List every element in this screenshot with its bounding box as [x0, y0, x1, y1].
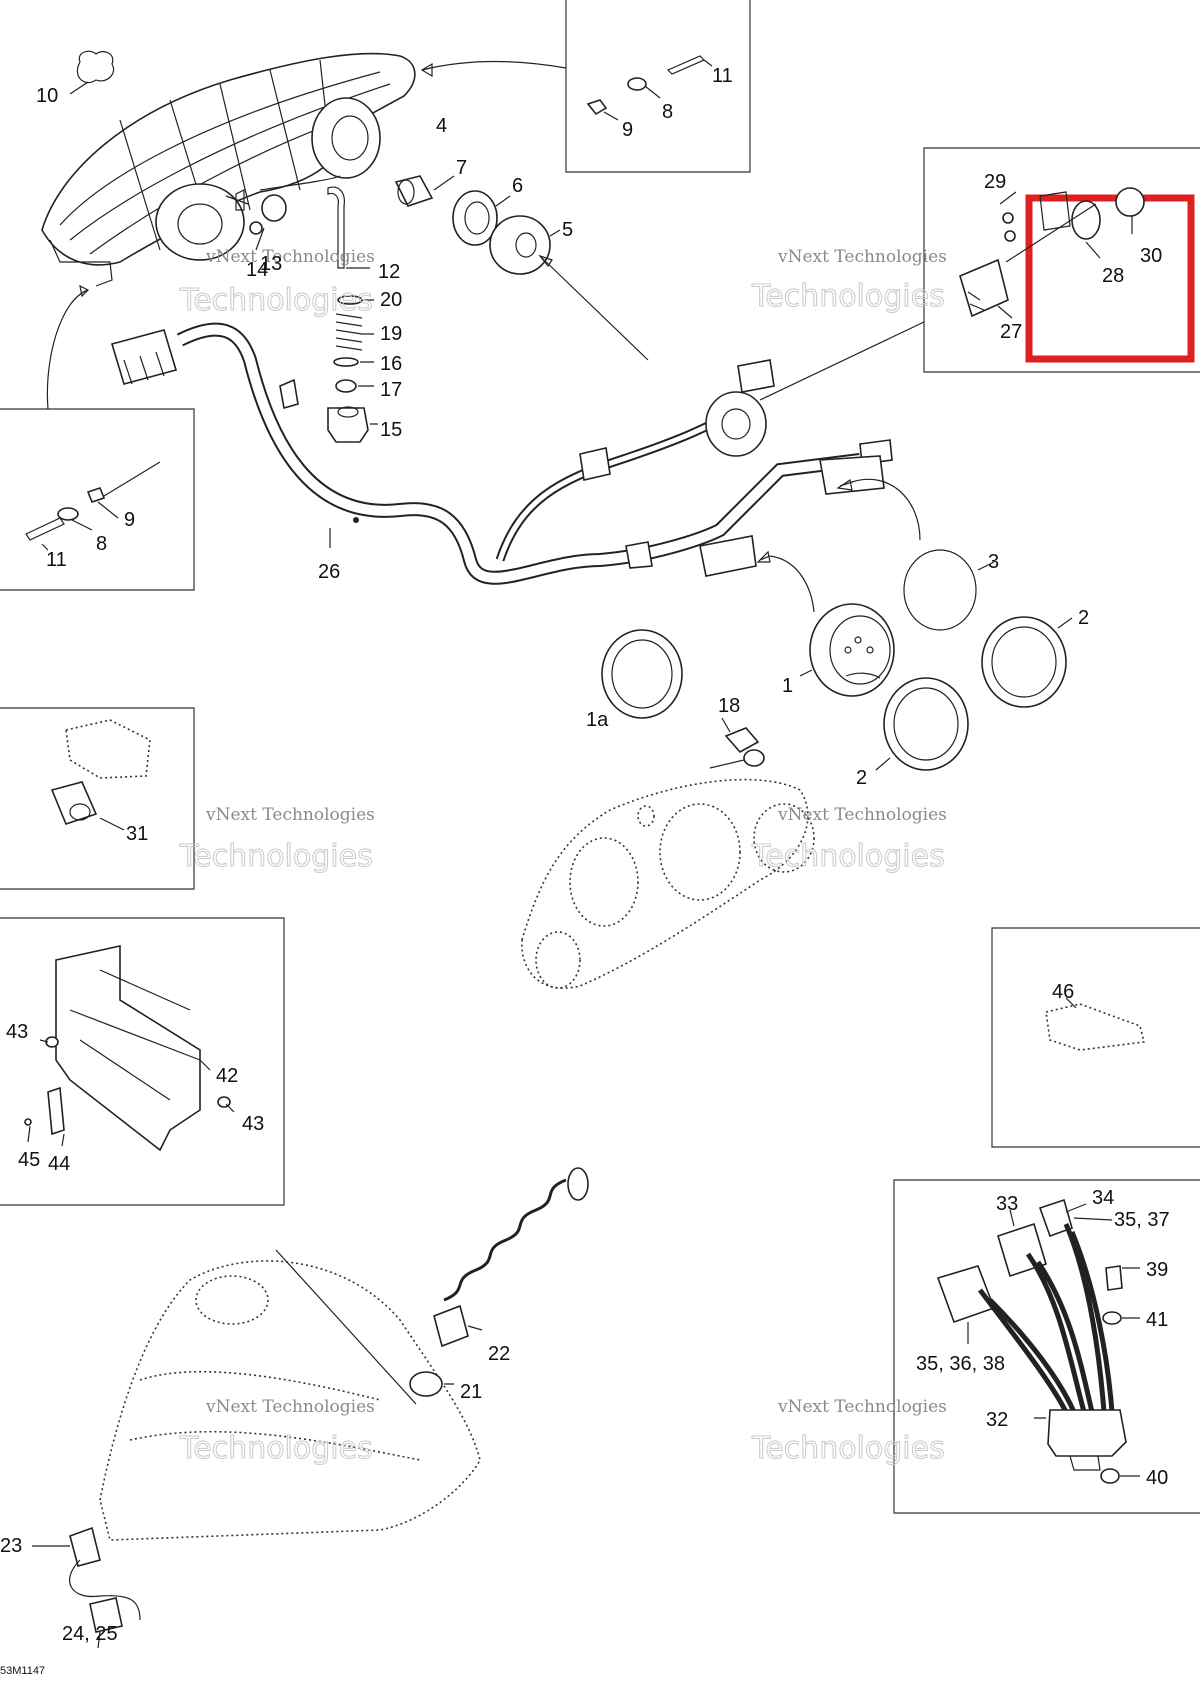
- callout-labels: 10 4 11 8 9 29 30 28 27 7 6 5 13 14 12 2…: [0, 65, 1170, 1677]
- callout-label: 30: [1140, 245, 1162, 267]
- callout-label: 39: [1146, 1259, 1168, 1281]
- callout-label: 11: [712, 65, 733, 87]
- callout-label: 23: [0, 1535, 22, 1557]
- callout-label: 24, 25: [62, 1623, 118, 1645]
- callout-label: 2: [856, 767, 867, 789]
- watermark-text: vNext Technologies: [205, 1397, 375, 1417]
- dashboard-outline: [521, 717, 815, 989]
- callout-label: 34: [1092, 1187, 1114, 1209]
- watermark-text: Technologies: [751, 1431, 945, 1466]
- callout-label: 44: [48, 1153, 70, 1175]
- callout-label: 20: [380, 289, 402, 311]
- inset-box-small-part: [991, 927, 1200, 1148]
- drawing-code: 53M1147: [0, 1665, 45, 1677]
- callout-label: 41: [1146, 1309, 1168, 1331]
- callout-label: 26: [318, 561, 340, 583]
- left-screw-parts: [25, 461, 161, 551]
- callout-label: 13: [260, 253, 282, 275]
- callout-label: 11: [46, 549, 67, 571]
- part-10-clip: [69, 50, 115, 95]
- watermark-text: Technologies: [751, 279, 945, 314]
- callout-label: 43: [242, 1113, 264, 1135]
- inset-box-bracket: [0, 917, 285, 1206]
- callout-label: 8: [96, 533, 107, 555]
- callout-label: 40: [1146, 1467, 1168, 1489]
- watermark-text: vNext Technologies: [777, 805, 947, 825]
- callout-label: 43: [6, 1021, 28, 1043]
- headlamp-housing: [41, 52, 416, 287]
- watermark-text: Technologies: [179, 839, 373, 874]
- switch-harness-parts: [936, 1198, 1140, 1484]
- callout-label: 9: [622, 119, 633, 141]
- callout-label: 28: [1102, 265, 1124, 287]
- callout-label: 14: [246, 259, 268, 281]
- small-part-46: [1045, 997, 1145, 1051]
- callout-label: 9: [124, 509, 135, 531]
- watermark-text: vNext Technologies: [777, 1397, 947, 1417]
- callout-label: 10: [36, 85, 58, 107]
- callout-label: 16: [380, 353, 402, 375]
- inset-boxes: [0, 0, 1200, 1514]
- inset-box-switch-harness: [893, 1179, 1200, 1514]
- callout-label: 7: [456, 157, 467, 179]
- watermark-text: vNext Technologies: [205, 805, 375, 825]
- callout-label: 19: [380, 323, 402, 345]
- inset-box-left-screws: [0, 408, 195, 591]
- callout-label: 22: [488, 1343, 510, 1365]
- tether-cowl-parts: [32, 1167, 589, 1649]
- callout-label: 46: [1052, 981, 1074, 1003]
- wiring-harness: [46, 284, 925, 613]
- callout-label: 5: [562, 219, 573, 241]
- callout-label: 17: [380, 379, 402, 401]
- callout-label: 1: [782, 675, 793, 697]
- highlight-box: [1025, 194, 1195, 363]
- callout-label: 27: [1000, 321, 1022, 343]
- harness-dot: [353, 517, 359, 523]
- callout-label: 6: [512, 175, 523, 197]
- callout-label: 18: [718, 695, 740, 717]
- watermark-text: vNext Technologies: [205, 247, 375, 267]
- callout-label: 15: [380, 419, 402, 441]
- inset-box-top-screws: [565, 0, 751, 173]
- callout-label: 2: [1078, 607, 1089, 629]
- inset-top-parts: [420, 55, 713, 121]
- inset-box-relay: [923, 147, 1200, 373]
- callout-label: 33: [996, 1193, 1018, 1215]
- callout-label: 32: [986, 1409, 1008, 1431]
- watermark-text: Technologies: [179, 1431, 373, 1466]
- callout-label: 12: [378, 261, 400, 283]
- watermark-text: Technologies: [179, 283, 373, 318]
- gauge-parts: [601, 549, 1073, 771]
- callout-label: 21: [460, 1381, 482, 1403]
- callout-label: 31: [126, 823, 148, 845]
- watermark-text: Technologies: [751, 839, 945, 874]
- callout-label: 45: [18, 1149, 40, 1171]
- callout-label: 3: [988, 551, 999, 573]
- callout-label: 35, 37: [1114, 1209, 1170, 1231]
- connector-parts: [50, 719, 151, 831]
- callout-label: 8: [662, 101, 673, 123]
- bulb-socket-parts: [225, 175, 649, 443]
- bracket-parts: [24, 945, 235, 1152]
- relay-parts: [959, 187, 1145, 319]
- callout-label: 29: [984, 171, 1006, 193]
- callout-label: 35, 36, 38: [916, 1353, 1005, 1375]
- callout-label: 42: [216, 1065, 238, 1087]
- watermark-group: vNext Technologies Technologies vNext Te…: [179, 247, 947, 1467]
- watermark-text: vNext Technologies: [777, 247, 947, 267]
- inset-box-connector: [0, 707, 195, 890]
- callout-label: 4: [436, 115, 447, 137]
- callout-label: 1a: [586, 709, 609, 731]
